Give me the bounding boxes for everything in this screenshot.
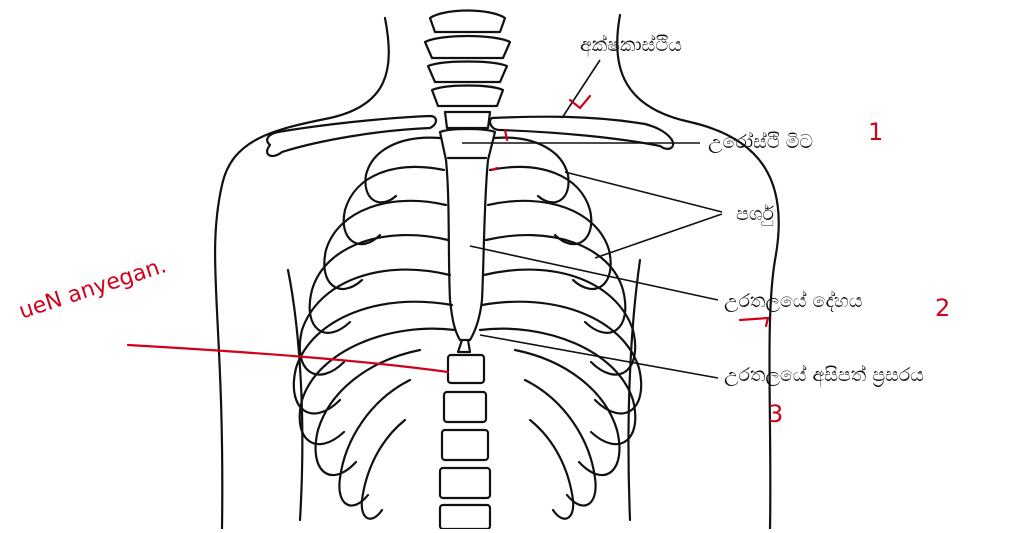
sternum	[440, 129, 495, 340]
handwritten-number-1: 1	[868, 120, 883, 144]
label-clavicle: අක්ෂකාස්ථිය	[580, 36, 682, 55]
right-ribs	[480, 138, 641, 519]
label-sternum-body: උරතලයේ දේහය	[724, 292, 863, 311]
red-underline	[740, 318, 768, 326]
right-clavicle	[490, 117, 673, 149]
left-ribs	[294, 138, 455, 519]
leader-body	[470, 246, 718, 300]
label-ribs: පර්ශු	[736, 205, 774, 224]
red-tick-clavicle	[570, 96, 590, 108]
handwritten-number-3: 3	[768, 402, 783, 426]
handwritten-number-2: 2	[935, 296, 950, 320]
leader-ribs-2	[595, 214, 722, 258]
left-clavicle	[267, 116, 436, 156]
cervical-vertebrae	[425, 11, 510, 129]
leader-xiphoid	[480, 335, 718, 378]
leader-clavicle	[562, 60, 600, 118]
label-xiphoid: උරතලයේ අසිපත් ප්‍රසරය	[724, 366, 924, 385]
red-arrow-line	[128, 345, 448, 372]
label-manubrium: උරෝස්ථි මිට	[708, 133, 813, 152]
lower-spine	[440, 355, 490, 529]
